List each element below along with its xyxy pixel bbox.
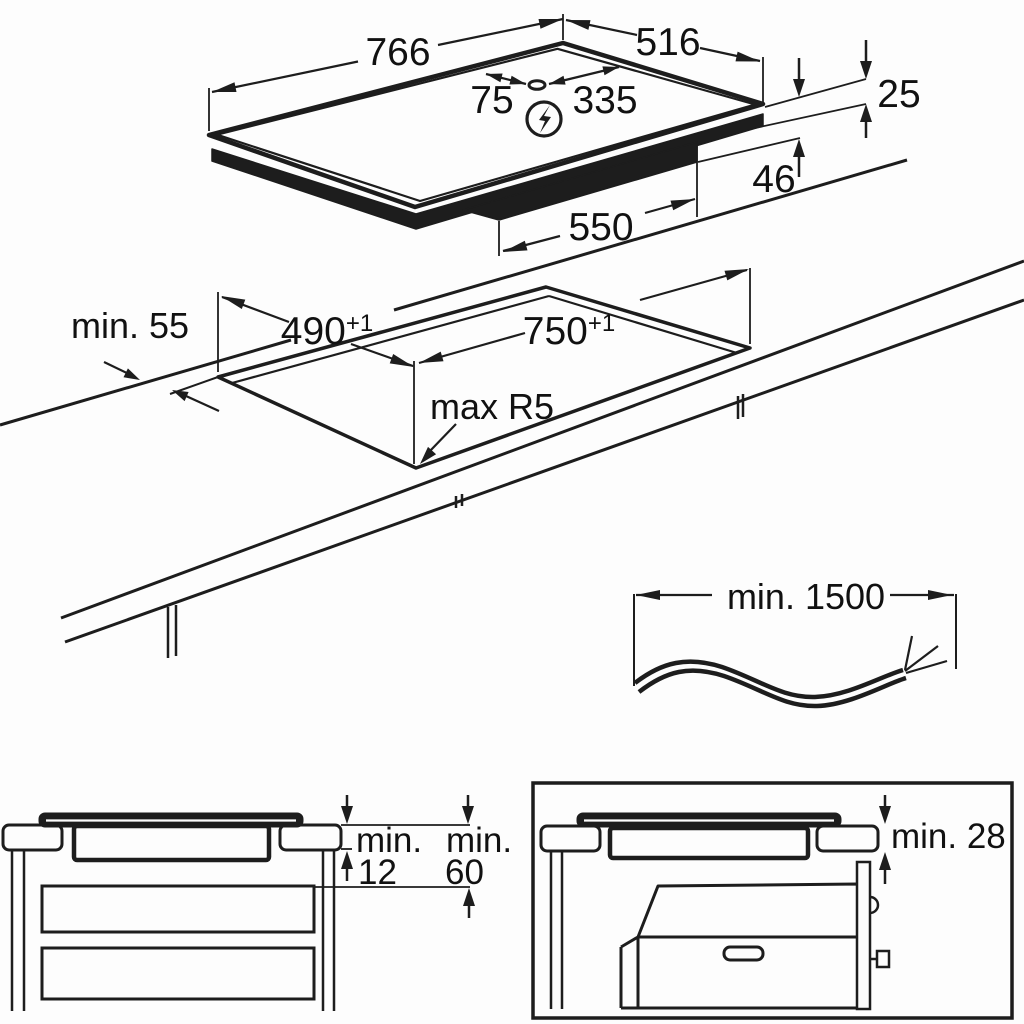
svg-text:min. 28: min. 28	[891, 817, 1006, 856]
svg-text:12: 12	[358, 853, 397, 892]
svg-text:min. 55: min. 55	[71, 305, 189, 346]
svg-text:min.: min.	[446, 821, 512, 860]
svg-text:516: 516	[635, 21, 700, 64]
svg-text:25: 25	[877, 73, 920, 116]
svg-text:min. 1500: min. 1500	[727, 576, 885, 617]
svg-text:335: 335	[572, 79, 637, 122]
svg-text:60: 60	[445, 853, 484, 892]
svg-text:75: 75	[470, 79, 513, 122]
svg-text:490+1: 490+1	[281, 310, 373, 353]
svg-text:max R5: max R5	[430, 386, 554, 427]
svg-text:766: 766	[365, 31, 430, 74]
svg-text:min.: min.	[356, 821, 422, 860]
